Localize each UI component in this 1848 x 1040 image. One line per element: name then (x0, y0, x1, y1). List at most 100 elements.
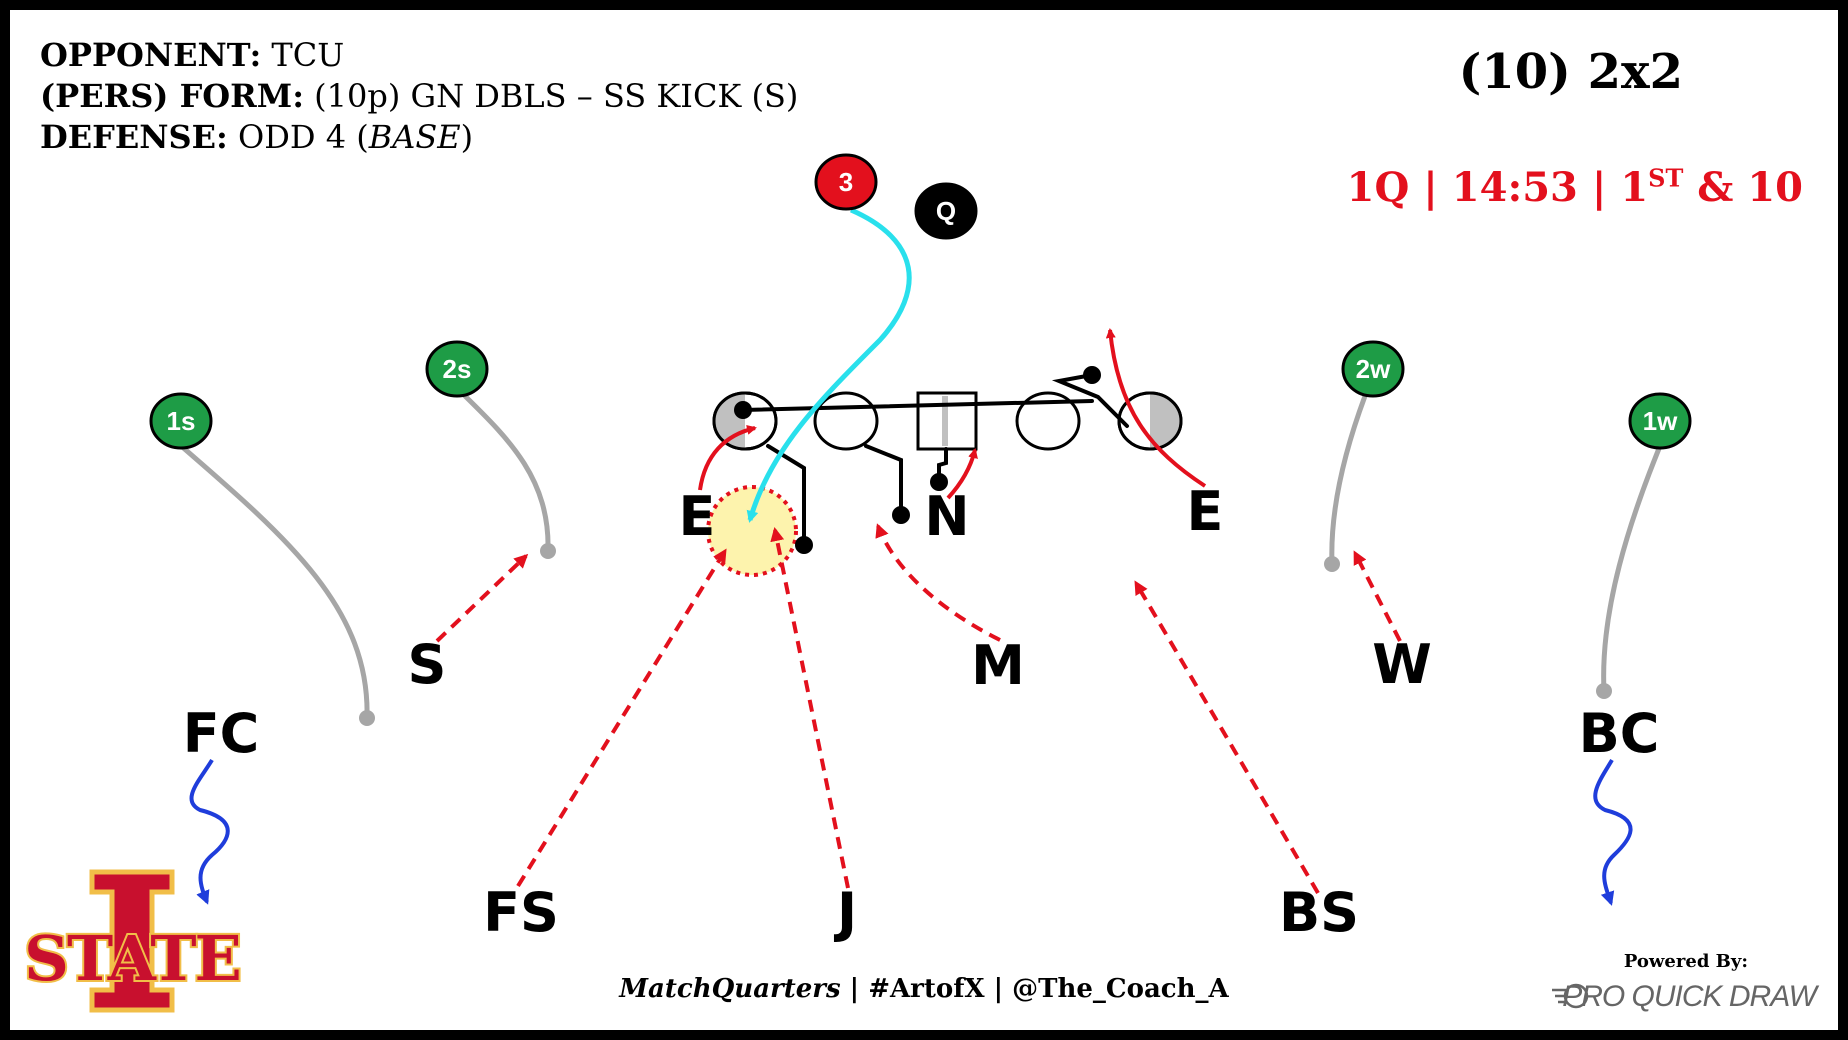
bc-bail-arrow (1593, 758, 1633, 906)
powered-by-label: Powered By: (1623, 951, 1748, 972)
defender-s: S (408, 633, 447, 696)
block-pull-dot (734, 401, 752, 419)
game-clock: 14:53 (1451, 164, 1578, 211)
gap-highlight (706, 485, 798, 577)
block-rt (1051, 373, 1129, 428)
defender-bc: BC (1579, 702, 1660, 765)
blocking-assignments (734, 366, 1129, 554)
separator-1: | (1423, 164, 1438, 211)
defender-fs: FS (483, 881, 559, 944)
receiver-2w-label: 2w (1356, 354, 1391, 384)
logo-text: STATE (24, 922, 240, 995)
block-pull (741, 399, 1094, 412)
distance: & 10 (1697, 164, 1803, 211)
tailback-3-icon: 3 (814, 153, 878, 211)
personnel-title: (10) 2x2 (1458, 44, 1683, 100)
route-1w (1601, 443, 1663, 694)
offensive-players: 3 Q 1s 2s 2w 1w (149, 153, 1692, 450)
line-movement-arrows (698, 328, 1207, 500)
qb-path (746, 207, 912, 523)
separator-2: | (1591, 164, 1607, 211)
receiver-routes (177, 393, 1663, 726)
footer-sep-2: | (984, 974, 1013, 1004)
lineman-lt-outline (712, 391, 778, 451)
footer-hashtag: #ArtofX (868, 974, 985, 1004)
defender-m: M (971, 634, 1025, 697)
footer-sep-1: | (840, 974, 869, 1004)
defense-value-italic: BASE (368, 118, 461, 156)
route-2w-end (1324, 556, 1340, 572)
nose-slant-arrow (946, 448, 978, 500)
lineman-rt-outline (1117, 391, 1183, 451)
coverage-arrows (189, 758, 1633, 906)
game-situation: 1Q | 14:53 | 1ST & 10 (1347, 164, 1803, 211)
quarter: 1Q (1346, 164, 1410, 211)
defense-value-post: ) (460, 118, 474, 156)
route-2s (462, 393, 551, 554)
formation-value: (10p) GN DBLS – SS KICK (S) (304, 77, 799, 115)
defender-w: W (1372, 633, 1432, 696)
tailback-3-label: 3 (839, 167, 853, 197)
block-rt-dot (1083, 366, 1101, 384)
receiver-2s-icon: 2s (425, 340, 489, 398)
offensive-line (712, 391, 1183, 451)
rush-arrows (435, 523, 1402, 895)
pqd-brand: PRO QUICK DRAW (1562, 980, 1817, 1013)
quarterback-icon: Q (914, 182, 978, 240)
opponent-value: TCU (261, 36, 345, 74)
iowa-state-logo: STATE (22, 869, 244, 1013)
block-lt-dot (795, 536, 813, 554)
defense-value-pre: ODD 4 ( (227, 118, 369, 156)
down: 1ST (1620, 164, 1683, 211)
defense-line: DEFENSE: ODD 4 (BASE) (40, 117, 798, 158)
receiver-2s-label: 2s (443, 354, 472, 384)
receiver-2w-icon: 2w (1341, 340, 1405, 398)
block-lg-dot (892, 506, 910, 524)
receiver-1w-label: 1w (1643, 406, 1678, 436)
opponent-line: OPPONENT: TCU (40, 35, 798, 76)
pqd-logo-icon (1552, 983, 1589, 1009)
defense-key: DEFENSE: (40, 118, 228, 156)
down-number: 1 (1620, 164, 1649, 211)
block-c-dot (930, 473, 948, 491)
lineman-lg-icon (813, 391, 879, 451)
receiver-1s-icon: 1s (149, 392, 213, 450)
bs-rush-arrow (1134, 580, 1320, 895)
quarterback-label: Q (936, 196, 956, 226)
defender-fc: FC (183, 702, 260, 765)
end-left-slant-arrow (698, 424, 757, 491)
w-rush-arrow (1353, 550, 1402, 642)
route-2s-end (540, 543, 556, 559)
fs-rush-arrow (516, 548, 727, 888)
lineman-rg-icon (1015, 391, 1081, 451)
defender-e-left: E (679, 485, 716, 548)
fc-bail-arrow (189, 758, 230, 905)
lineman-rt-shade (1150, 393, 1181, 449)
defender-bs: BS (1279, 881, 1359, 944)
route-1s-end (359, 710, 375, 726)
route-2w (1329, 393, 1368, 567)
footer-handle: @The_Coach_A (1012, 974, 1229, 1004)
formation-key: (PERS) FORM: (40, 77, 304, 115)
defender-j: J (833, 881, 857, 944)
j-rush-arrow (770, 527, 850, 889)
defender-n: N (924, 485, 969, 548)
defensive-players: E N E S M W FC BC FS J BS (183, 480, 1660, 944)
end-right-slant-arrow (1105, 328, 1207, 488)
footer-brand: MatchQuarters (619, 974, 841, 1004)
header-info: OPPONENT: TCU (PERS) FORM: (10p) GN DBLS… (40, 35, 798, 158)
s-rush-arrow (435, 553, 529, 643)
formation-line: (PERS) FORM: (10p) GN DBLS – SS KICK (S) (40, 76, 798, 117)
diagram-frame (10, 10, 1838, 1030)
receiver-1s-label: 1s (167, 406, 196, 436)
m-rush-arrow (875, 523, 1001, 642)
footer-credits: MatchQuarters | #ArtofX | @The_Coach_A (0, 974, 1848, 1004)
defender-e-right: E (1187, 480, 1224, 543)
route-1s (177, 442, 370, 721)
down-suffix: ST (1648, 163, 1684, 193)
block-lg (864, 444, 903, 517)
route-1w-end (1596, 683, 1612, 699)
receiver-1w-icon: 1w (1628, 392, 1692, 450)
opponent-key: OPPONENT: (40, 36, 262, 74)
